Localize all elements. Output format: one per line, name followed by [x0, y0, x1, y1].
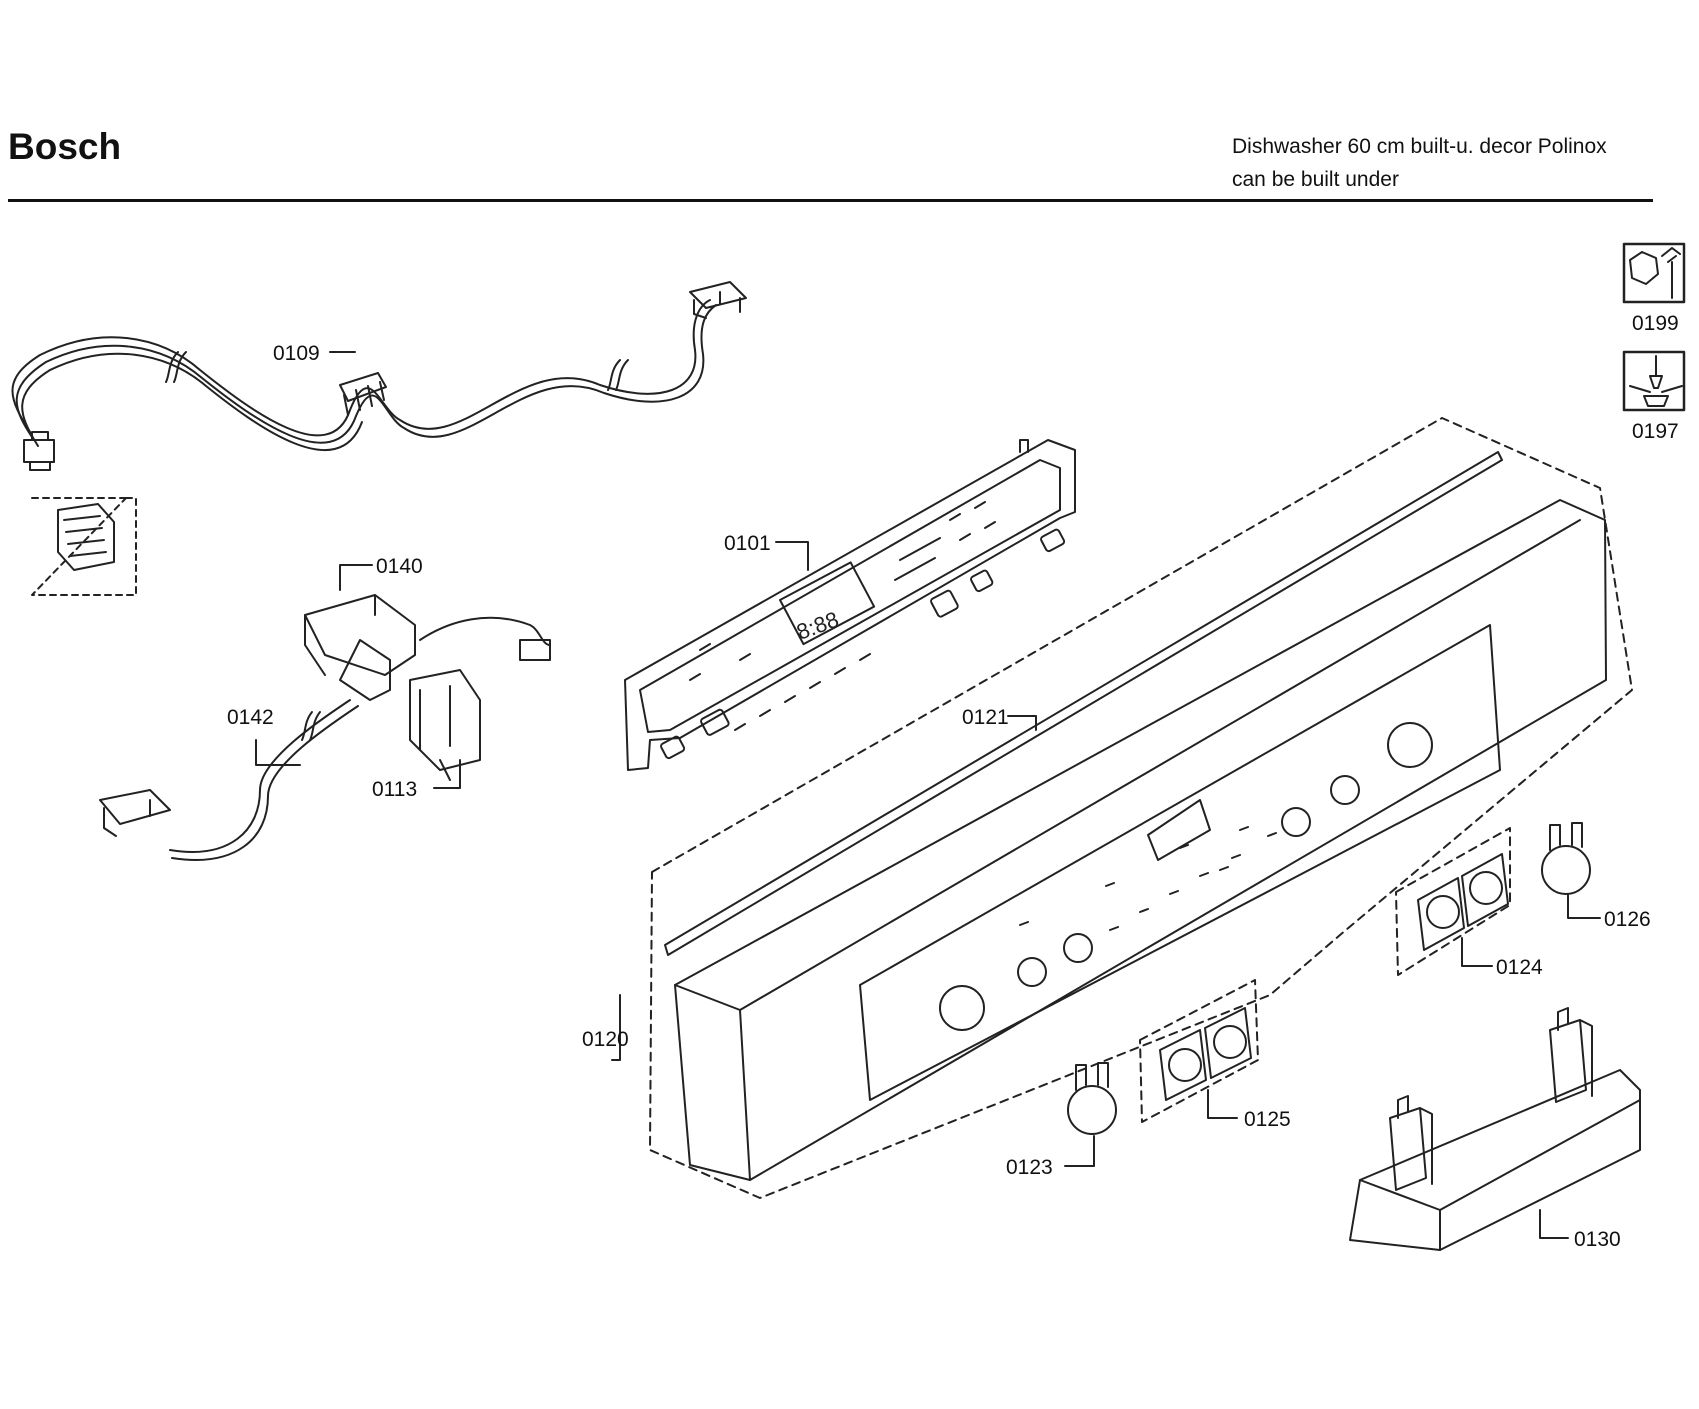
button-pair-0124 — [1395, 827, 1511, 976]
callout-0130 — [1539, 1209, 1569, 1239]
part-label-0113: 0113 — [372, 778, 417, 801]
part-label-0121: 0121 — [962, 706, 1009, 729]
callout-0120 — [611, 994, 621, 1061]
part-label-0124: 0124 — [1496, 956, 1543, 979]
part-label-0125: 0125 — [1244, 1108, 1291, 1131]
part-label-0101: 0101 — [724, 532, 771, 555]
wrench-nut-icon — [1622, 242, 1686, 304]
callout-0126 — [1567, 894, 1601, 919]
button-pair-0125 — [1139, 979, 1259, 1123]
subtitle-line-2: can be built under — [1232, 168, 1399, 191]
brand-logo-text: Bosch — [8, 126, 122, 167]
tool-label-0199: 0199 — [1632, 312, 1679, 335]
callout-0113 — [433, 759, 461, 789]
display-readout: 8:88 — [793, 607, 842, 645]
part-label-0123: 0123 — [1006, 1156, 1053, 1179]
door-switch-assembly — [99, 594, 551, 861]
callout-0125 — [1207, 1089, 1238, 1119]
wiring-harness-0109 — [11, 281, 747, 471]
callout-0123 — [1064, 1135, 1095, 1167]
diagram-subtitle: Dishwasher 60 cm built-u. decor Polinox … — [1232, 130, 1607, 196]
part-label-0130: 0130 — [1574, 1228, 1621, 1251]
callout-0142 — [255, 739, 301, 766]
part-label-0142: 0142 — [227, 706, 274, 729]
bracket-cover-0130 — [1349, 1007, 1641, 1251]
connector-detail-box — [31, 497, 137, 596]
subtitle-line-1: Dishwasher 60 cm built-u. decor Polinox — [1232, 135, 1607, 158]
tool-label-0197: 0197 — [1632, 420, 1679, 443]
callout-0121 — [1007, 715, 1037, 731]
part-label-0126: 0126 — [1604, 908, 1651, 931]
knob-0126 — [1541, 822, 1591, 895]
knob-0123 — [1067, 1062, 1117, 1135]
part-label-0140: 0140 — [376, 555, 423, 578]
header-rule — [8, 199, 1653, 202]
callout-0101 — [775, 541, 809, 571]
part-label-0120: 0120 — [582, 1028, 629, 1051]
screwdriver-icon — [1622, 350, 1686, 412]
part-label-0109: 0109 — [273, 342, 320, 365]
control-panel-0120 — [649, 417, 1633, 1199]
callout-0140 — [339, 564, 373, 591]
callout-0124 — [1461, 937, 1493, 967]
